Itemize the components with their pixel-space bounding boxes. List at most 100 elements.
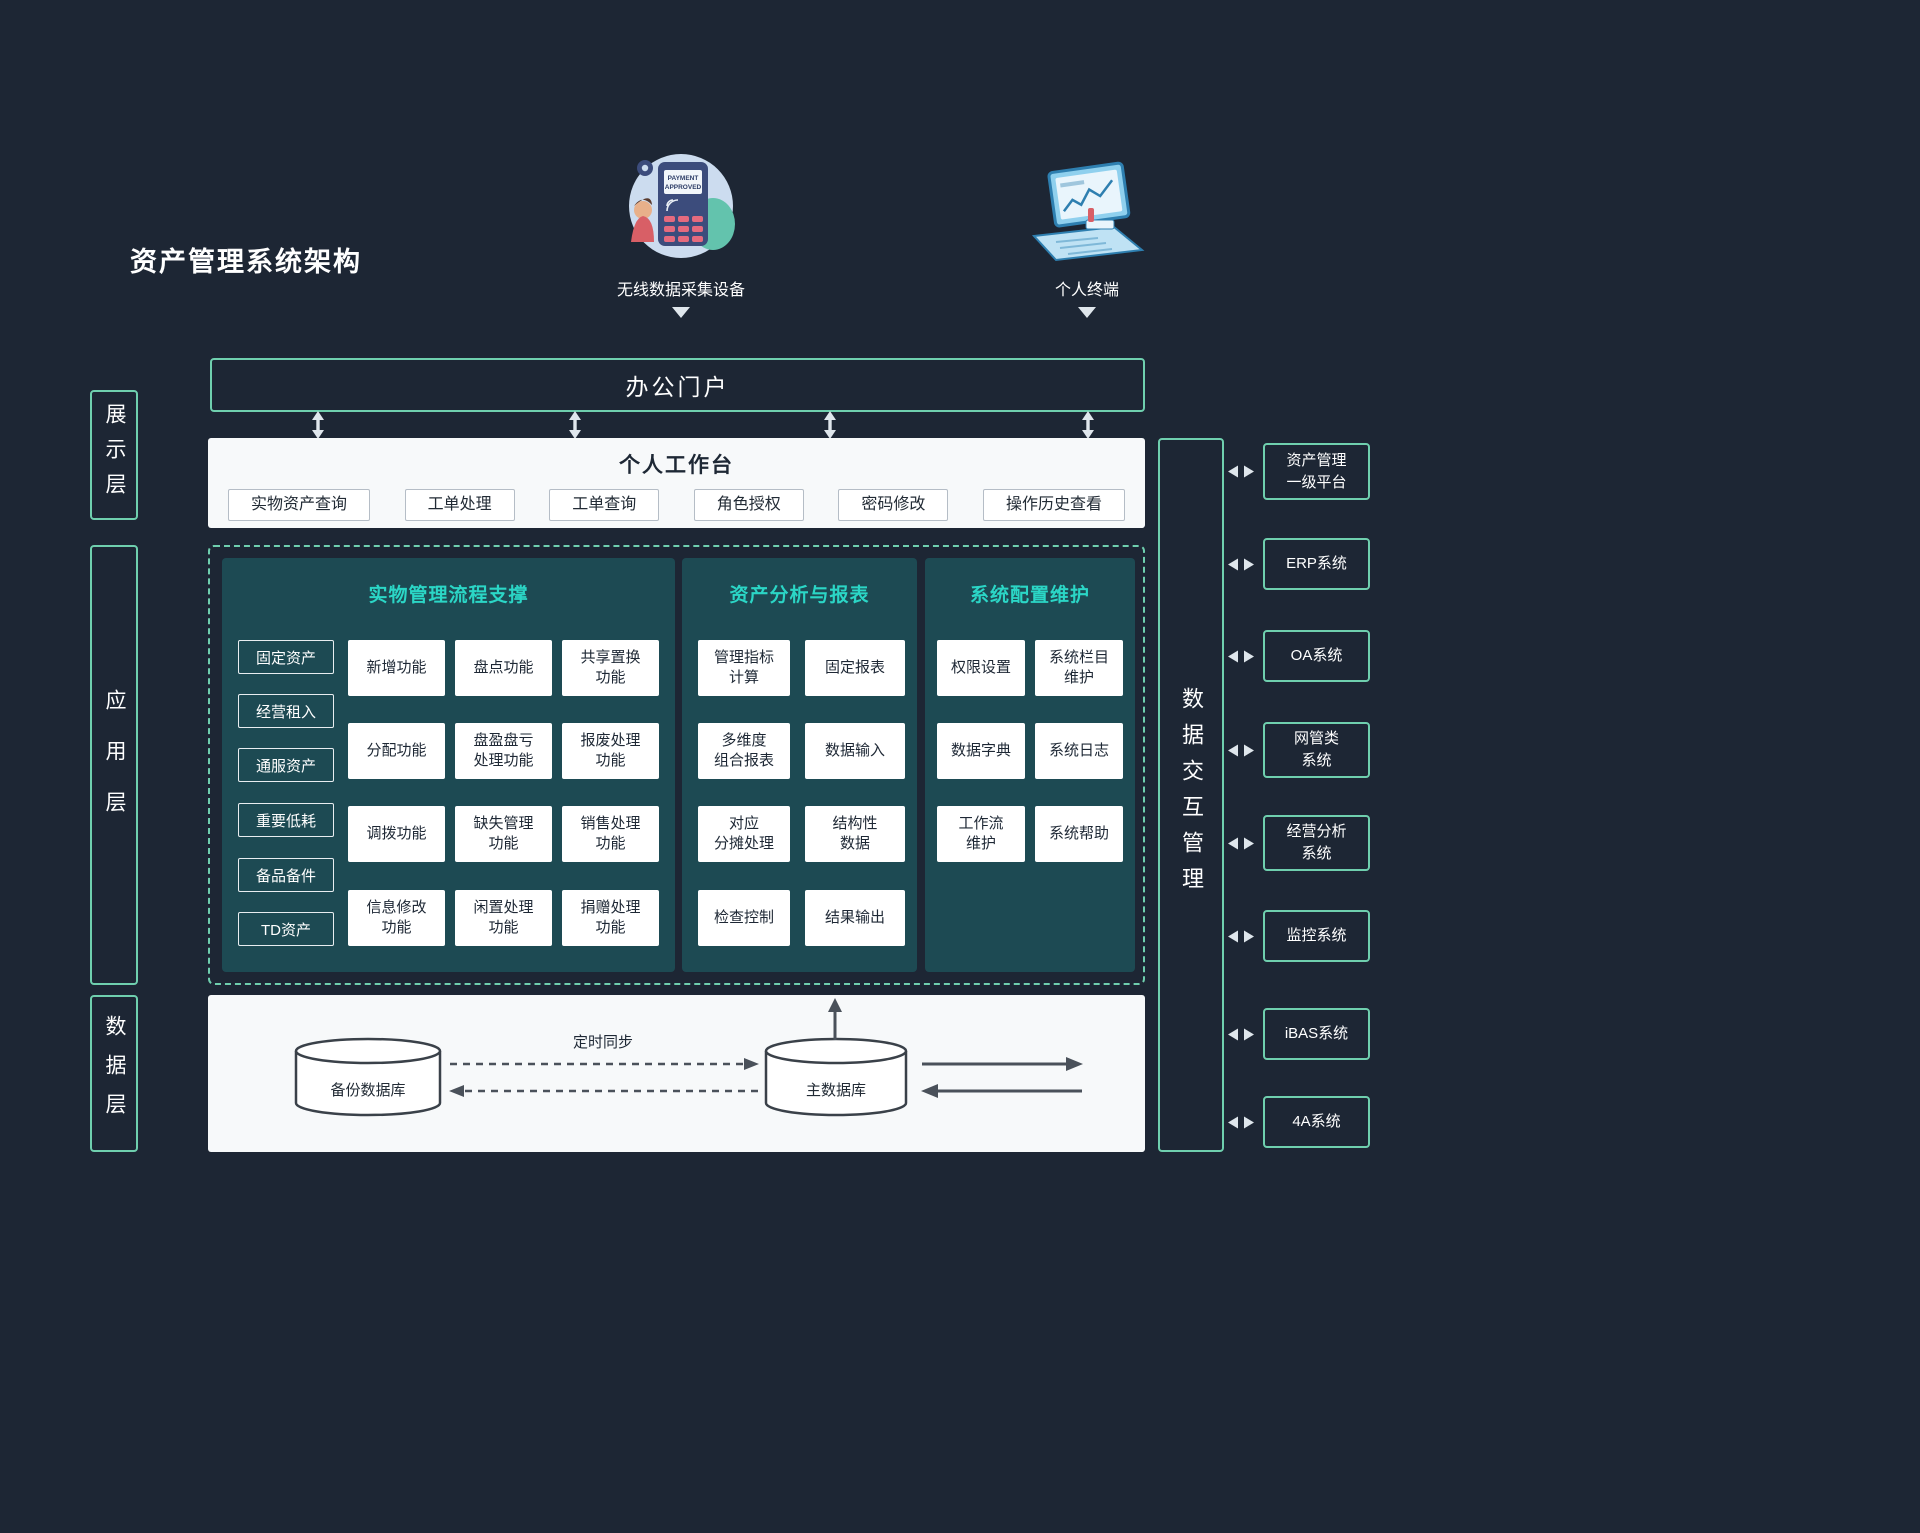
panel-title: 系统配置维护 — [969, 585, 1090, 606]
workbench-item: 密码修改 — [838, 489, 949, 521]
laptop-icon — [1031, 161, 1145, 262]
left-right-arrows-icon — [1228, 558, 1254, 570]
left-right-arrows-icon — [1228, 1028, 1254, 1040]
function-cell: 工作流 维护 — [937, 806, 1025, 862]
function-cell: 分配功能 — [348, 723, 445, 779]
external-system-row: 资产管理 一级平台 — [1228, 443, 1370, 500]
workbench-panel: 个人工作台 实物资产查询 工单处理 工单查询 角色授权 密码修改 操作历史查看 — [208, 438, 1145, 528]
external-system-box: 网管类 系统 — [1263, 722, 1370, 778]
device-pos: PAYMENT APPROVED 无线数据采集设备 — [596, 148, 766, 318]
function-cell: 结构性 数据 — [805, 806, 905, 862]
function-cell: 信息修改 功能 — [348, 890, 445, 946]
panel-physical-management: 实物管理流程支撑 固定资产 经营租入 通服资产 重要低耗 备品备件 TD资产 新… — [222, 558, 675, 972]
external-system-box: iBAS系统 — [1263, 1008, 1370, 1060]
function-cell: 数据输入 — [805, 723, 905, 779]
function-cell: 检查控制 — [698, 890, 790, 946]
pos-screen-line2: APPROVED — [665, 184, 702, 191]
double-vertical-arrow-icon — [312, 411, 324, 439]
function-cell: 新增功能 — [348, 640, 445, 696]
external-system-row: iBAS系统 — [1228, 1008, 1370, 1060]
layer-label-display: 展示层 — [90, 390, 138, 520]
data-layer-panel: 备份数据库 主数据库 定时同步 — [208, 995, 1145, 1152]
function-cell: 权限设置 — [937, 640, 1025, 696]
backup-database-icon: 备份数据库 — [294, 1037, 442, 1117]
down-triangle-icon — [672, 307, 690, 318]
page-title: 资产管理系统架构 — [130, 247, 362, 277]
left-right-arrows-icon — [1228, 465, 1254, 478]
external-system-box: 资产管理 一级平台 — [1263, 443, 1370, 500]
db-up-arrow — [828, 998, 842, 1040]
device-laptop: 个人终端 — [1002, 160, 1172, 318]
workbench-item: 角色授权 — [693, 489, 804, 521]
left-right-arrows-icon — [1228, 930, 1254, 942]
application-layer-container — [208, 545, 1145, 985]
function-cell: 销售处理 功能 — [562, 806, 659, 862]
down-triangle-icon — [1078, 307, 1096, 318]
external-system-row: 网管类 系统 — [1228, 722, 1370, 778]
main-database-icon: 主数据库 — [764, 1037, 908, 1117]
device-pos-label: 无线数据采集设备 — [616, 282, 745, 299]
external-system-box: 4A系统 — [1263, 1096, 1370, 1148]
function-cell: 报废处理 功能 — [562, 723, 659, 779]
pos-screen-line1: PAYMENT — [668, 175, 699, 182]
external-system-box: OA系统 — [1263, 630, 1370, 682]
workbench-item: 实物资产查询 — [228, 489, 371, 521]
function-cell: 系统帮助 — [1035, 806, 1123, 862]
function-cell: 共享置换 功能 — [562, 640, 659, 696]
left-right-arrows-icon — [1228, 1116, 1254, 1128]
function-cell: 闲置处理 功能 — [455, 890, 552, 946]
data-interaction-box: 数据交互管理 — [1158, 438, 1224, 1152]
layer-label-application: 应用层 — [90, 545, 138, 985]
function-cell: 固定报表 — [805, 640, 905, 696]
external-system-box: 经营分析 系统 — [1263, 815, 1370, 871]
left-right-arrows-icon — [1228, 744, 1254, 756]
double-vertical-arrow-icon — [824, 411, 836, 439]
main-database-label: 主数据库 — [806, 1082, 866, 1099]
pos-terminal-icon: PAYMENT APPROVED — [629, 154, 735, 258]
external-system-box: ERP系统 — [1263, 538, 1370, 590]
function-cell: 缺失管理 功能 — [455, 806, 552, 862]
category-box: 重要低耗 — [238, 803, 334, 837]
function-cell: 系统日志 — [1035, 723, 1123, 779]
external-system-row: 4A系统 — [1228, 1096, 1370, 1148]
backup-database-label: 备份数据库 — [330, 1082, 405, 1099]
external-system-box: 监控系统 — [1263, 910, 1370, 962]
function-cell: 多维度 组合报表 — [698, 723, 790, 779]
double-vertical-arrow-icon — [1082, 411, 1094, 439]
function-cell: 对应 分摊处理 — [698, 806, 790, 862]
db-exchange-arrows — [921, 1057, 1083, 1098]
device-laptop-label: 个人终端 — [1054, 282, 1119, 299]
office-portal-box: 办公门户 — [210, 358, 1145, 412]
panel-asset-analysis: 资产分析与报表 管理指标 计算 固定报表 多维度 组合报表 数据输入 对应 分摊… — [682, 558, 917, 972]
workbench-title: 个人工作台 — [619, 454, 734, 477]
left-right-arrows-icon — [1228, 837, 1254, 849]
panel-title: 资产分析与报表 — [729, 585, 870, 606]
workbench-items: 实物资产查询 工单处理 工单查询 角色授权 密码修改 操作历史查看 — [208, 479, 1145, 521]
function-cell: 调拨功能 — [348, 806, 445, 862]
workbench-item: 操作历史查看 — [982, 489, 1125, 521]
external-system-row: 监控系统 — [1228, 910, 1370, 962]
workbench-item: 工单处理 — [404, 489, 515, 521]
function-cell: 盘盈盘亏 处理功能 — [455, 723, 552, 779]
function-cell: 盘点功能 — [455, 640, 552, 696]
left-right-arrows-icon — [1228, 650, 1254, 662]
category-box: 备品备件 — [238, 858, 334, 892]
category-box: TD资产 — [238, 912, 334, 946]
double-vertical-arrow-icon — [569, 411, 581, 439]
function-cell: 捐赠处理 功能 — [562, 890, 659, 946]
sync-label: 定时同步 — [572, 1034, 633, 1051]
layer-label-data: 数据层 — [90, 995, 138, 1152]
category-box: 固定资产 — [238, 640, 334, 674]
external-system-row: ERP系统 — [1228, 538, 1370, 590]
function-cell: 系统栏目 维护 — [1035, 640, 1123, 696]
workbench-item: 工单查询 — [549, 489, 660, 521]
external-system-row: 经营分析 系统 — [1228, 815, 1370, 871]
panel-system-config: 系统配置维护 权限设置 系统栏目 维护 数据字典 系统日志 工作流 维护 系统帮… — [925, 558, 1135, 972]
function-cell: 数据字典 — [937, 723, 1025, 779]
external-system-row: OA系统 — [1228, 630, 1370, 682]
function-cell: 结果输出 — [805, 890, 905, 946]
sync-dashed-arrows — [449, 1058, 759, 1097]
function-cell: 管理指标 计算 — [698, 640, 790, 696]
category-box: 经营租入 — [238, 694, 334, 728]
